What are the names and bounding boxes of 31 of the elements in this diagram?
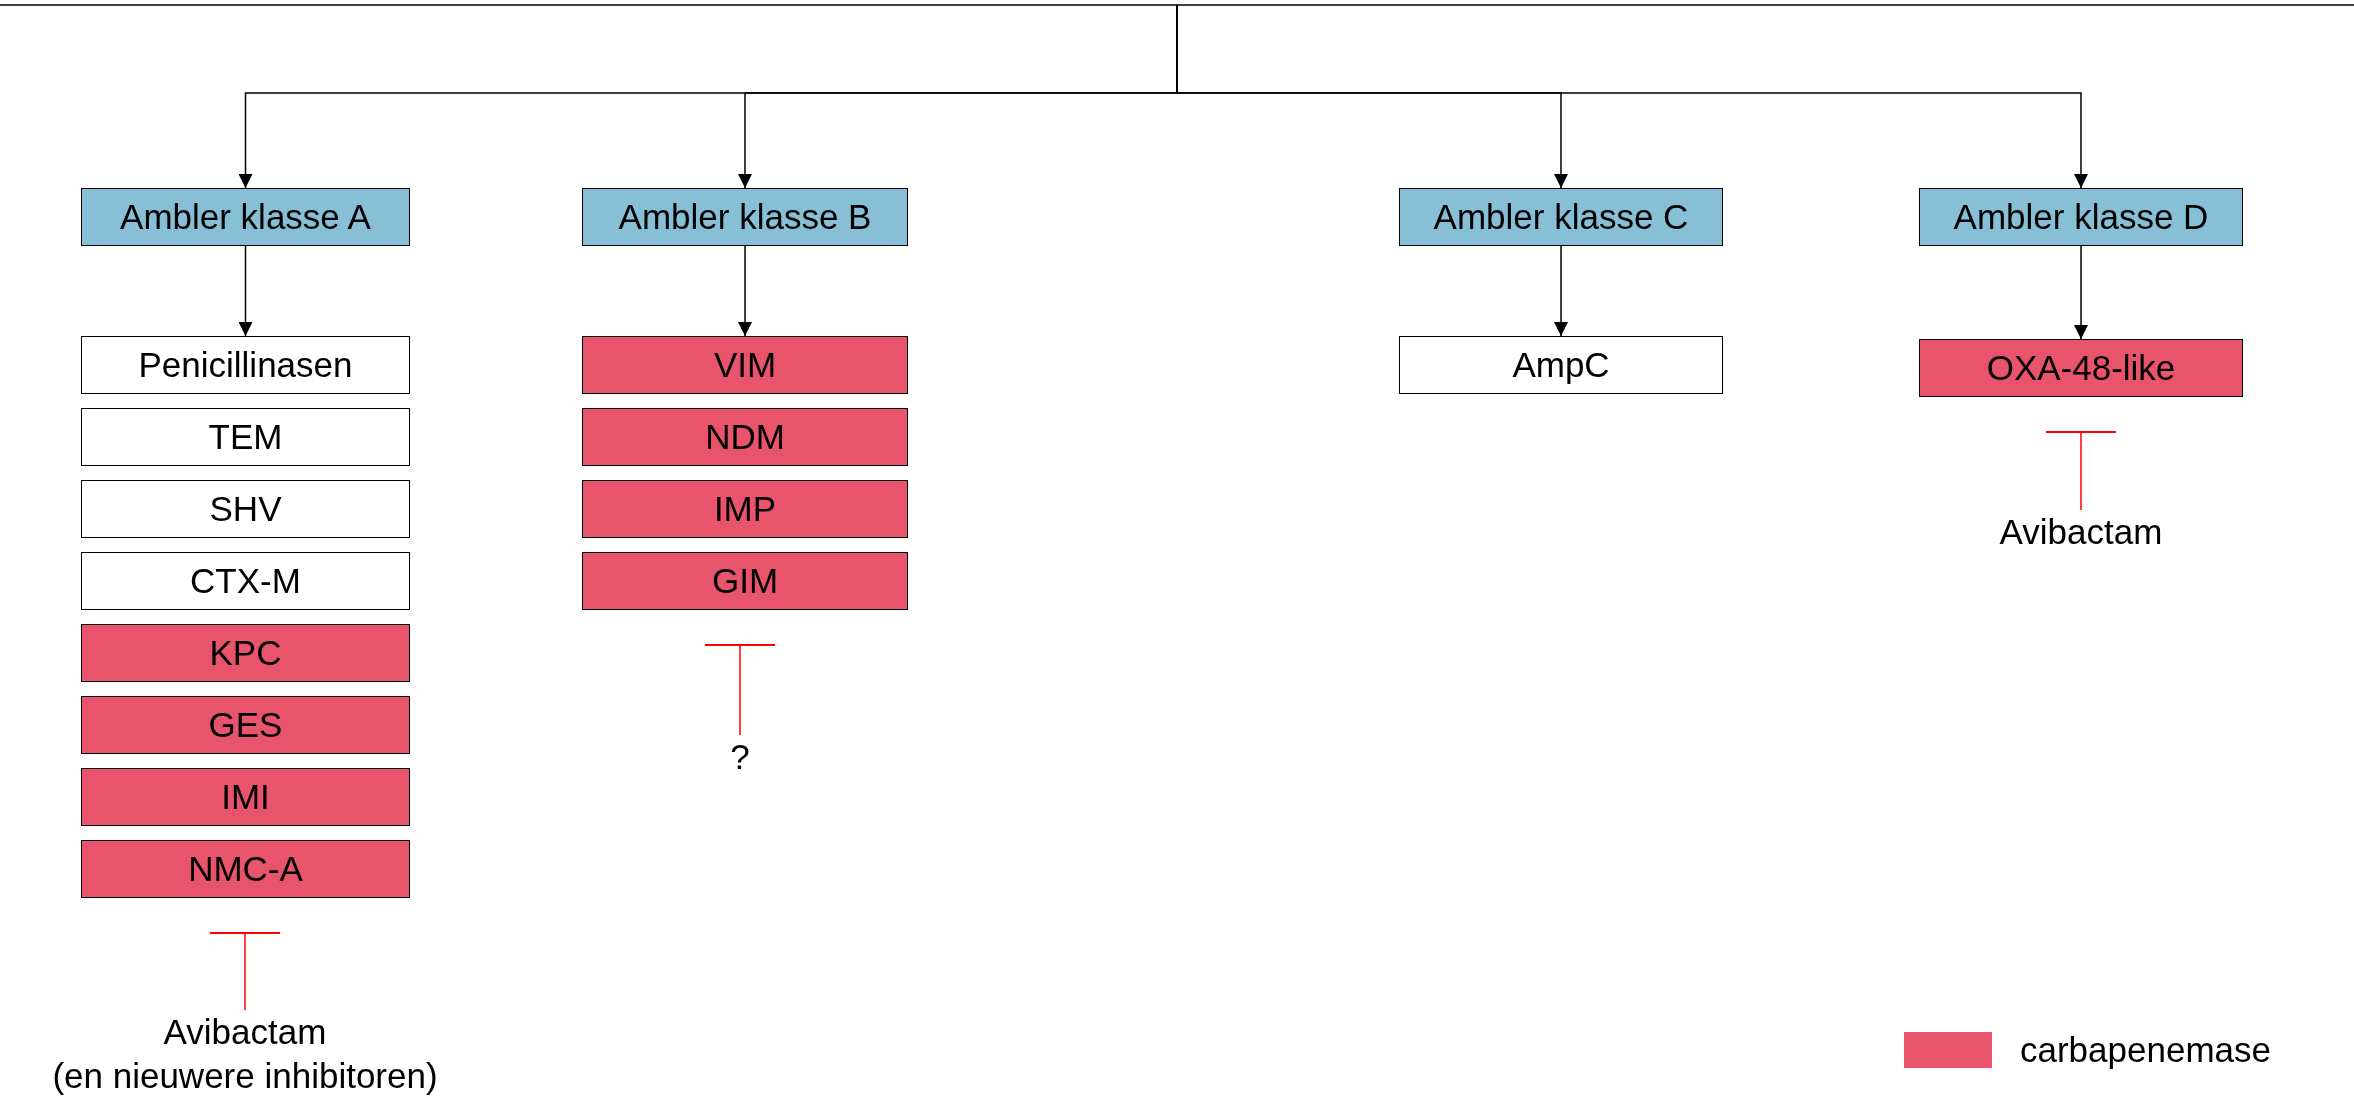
class-box: Ambler klasse B: [582, 188, 908, 246]
arrow: [1176, 4, 2088, 189]
class-box: Ambler klasse C: [1399, 188, 1723, 246]
class-box: Ambler klasse A: [81, 188, 410, 246]
enzyme-box: IMP: [582, 480, 908, 538]
inhibitor-label: Avibactam: [163, 1011, 327, 1053]
inhibitor-label: ?: [730, 736, 750, 778]
inhibition-line: [704, 644, 776, 736]
legend-label: carbapenemase: [2020, 1030, 2271, 1070]
enzyme-box: GIM: [582, 552, 908, 610]
arrow: [238, 245, 253, 337]
arrow: [1554, 245, 1568, 337]
arrow: [2074, 245, 2088, 340]
class-box: Ambler klasse D: [1919, 188, 2243, 246]
enzyme-box: OXA-48-like: [1919, 339, 2243, 397]
inhibition-line: [2045, 431, 2117, 511]
enzyme-box: IMI: [81, 768, 410, 826]
inhibition-line: [209, 932, 281, 1011]
arrow: [738, 245, 752, 337]
enzyme-box: KPC: [81, 624, 410, 682]
inhibitor-label: (en nieuwere inhibitoren): [52, 1054, 438, 1097]
enzyme-box: NDM: [582, 408, 908, 466]
enzyme-box: NMC-A: [81, 840, 410, 898]
enzyme-box: SHV: [81, 480, 410, 538]
enzyme-box: Penicillinasen: [81, 336, 410, 394]
enzyme-box: CTX-M: [81, 552, 410, 610]
inhibitor-label: Avibactam: [1999, 511, 2163, 553]
enzyme-box: GES: [81, 696, 410, 754]
enzyme-box: VIM: [582, 336, 908, 394]
enzyme-box: AmpC: [1399, 336, 1723, 394]
enzyme-box: TEM: [81, 408, 410, 466]
